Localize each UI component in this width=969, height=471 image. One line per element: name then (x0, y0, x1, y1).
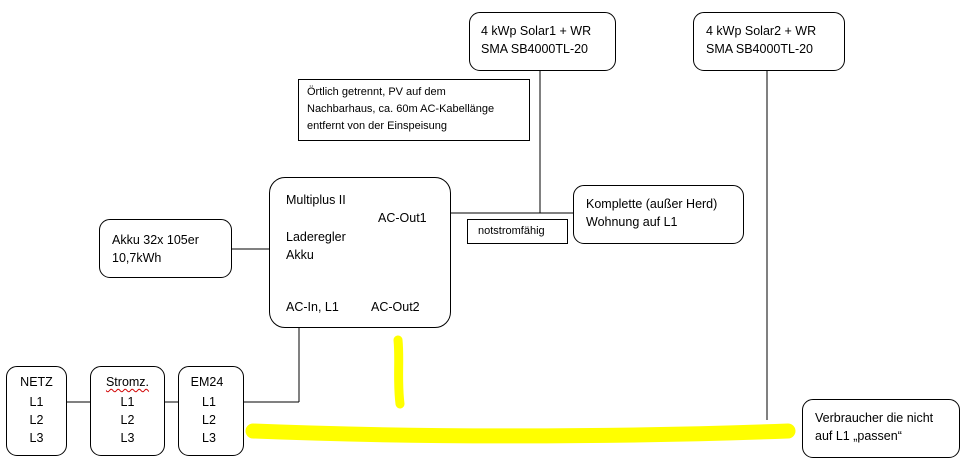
note-line3: entfernt von der Einspeisung (307, 120, 448, 132)
multiplus-ac-out2: AC-Out2 (371, 300, 420, 314)
multiplus-box: Multiplus II AC-Out1 Laderegler Akku AC-… (269, 177, 451, 328)
multiplus-laderegler: Laderegler (286, 230, 346, 244)
wohnung-box: Komplette (außer Herd) Wohnung auf L1 (573, 185, 744, 244)
solar1-box: 4 kWp Solar1 + WR SMA SB4000TL-20 (469, 12, 616, 71)
akku-line2: 10,7kWh (112, 251, 162, 265)
netz-l1: L1 (29, 395, 44, 409)
akku-line1: Akku 32x 105er (112, 233, 199, 247)
em24-box: EM24 L1 L2 L3 (178, 366, 244, 456)
solar2-line2: SMA SB4000TL-20 (706, 42, 814, 56)
multiplus-ac-out1: AC-Out1 (378, 211, 427, 225)
netz-l3: L3 (29, 431, 44, 445)
solar2-box: 4 kWp Solar2 + WR SMA SB4000TL-20 (693, 12, 845, 71)
em24-l1: L1 (202, 395, 216, 409)
multiplus-ac-in: AC-In, L1 (286, 300, 339, 314)
em24-l3: L3 (202, 431, 216, 445)
wohnung-line2: Wohnung auf L1 (586, 215, 678, 229)
stromz-box: Stromz. L1 L2 L3 (90, 366, 165, 456)
netz-title: NETZ (20, 375, 53, 389)
notstrom-label: notstromfähig (478, 225, 545, 237)
solar1-line2: SMA SB4000TL-20 (481, 42, 589, 56)
multiplus-akku: Akku (286, 248, 314, 262)
multiplus-title: Multiplus II (286, 193, 346, 207)
akku-box: Akku 32x 105er 10,7kWh (99, 219, 232, 278)
note-box: Örtlich getrennt, PV auf dem Nachbarhaus… (298, 79, 530, 141)
note-line2: Nachbarhaus, ca. 60m AC-Kabellänge (307, 103, 495, 115)
stromz-l2: L2 (120, 413, 135, 427)
verbraucher-line1: Verbraucher die nicht (815, 411, 934, 425)
note-line1: Örtlich getrennt, PV auf dem (307, 86, 446, 98)
netz-box: NETZ L1 L2 L3 (6, 366, 67, 456)
stromz-l1: L1 (120, 395, 135, 409)
notstrom-box: notstromfähig (467, 219, 568, 244)
netz-l2: L2 (29, 413, 44, 427)
verbraucher-box: Verbraucher die nicht auf L1 „passen“ (802, 399, 960, 458)
em24-l2: L2 (202, 413, 216, 427)
highlight-vertical-mark (393, 335, 405, 409)
verbraucher-line2: auf L1 „passen“ (815, 429, 902, 443)
highlight-horizontal-mark (245, 423, 796, 444)
stromz-title: Stromz. (105, 375, 150, 389)
em24-title: EM24 (190, 375, 224, 389)
stromz-l3: L3 (120, 431, 135, 445)
solar1-line1: 4 kWp Solar1 + WR (481, 24, 592, 38)
solar2-line1: 4 kWp Solar2 + WR (706, 24, 817, 38)
wohnung-line1: Komplette (außer Herd) (586, 197, 718, 211)
